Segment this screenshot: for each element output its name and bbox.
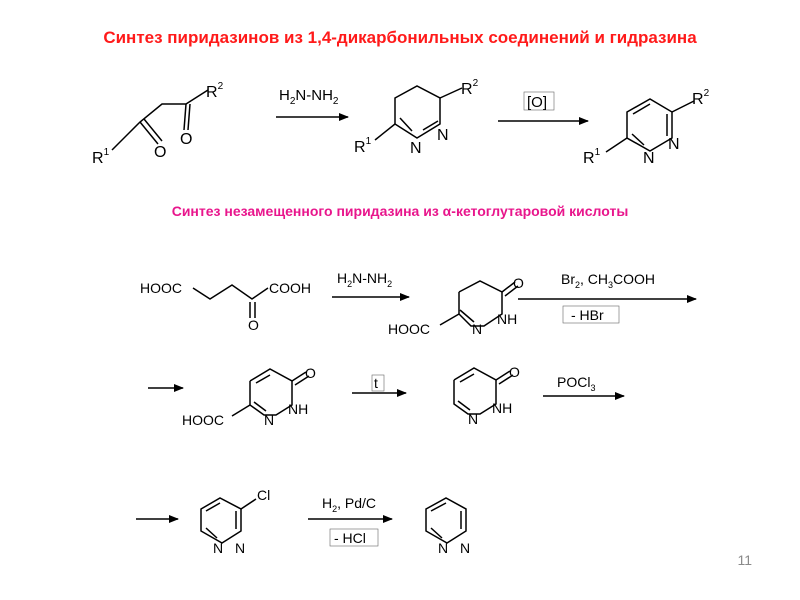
byproduct-box: [562, 305, 620, 324]
oxo-label: O: [513, 275, 524, 291]
dihydropyridazinone-acid: [439, 280, 519, 327]
nitrogen-label: N: [468, 411, 478, 427]
nitrogen-label: N: [438, 540, 448, 556]
nitrogen-label: N: [460, 540, 470, 556]
dihydropyridazine: [374, 85, 463, 141]
pyridazinone: [453, 367, 514, 415]
hydrazine-reagent: H2N-NH2: [337, 270, 392, 289]
dicarbonyl-compound: [111, 89, 209, 151]
section-subtitle: Синтез незамещенного пиридазина из α-кет…: [171, 203, 629, 219]
r1-label: R1: [354, 136, 372, 156]
nitrogen-label: N: [410, 140, 422, 157]
cooh-label: COOH: [269, 280, 311, 296]
hooc-label: HOOC: [388, 321, 430, 337]
substituted-pyridazine: [605, 98, 695, 153]
nitrogen-label: N: [472, 321, 482, 337]
chloropyridazine: [200, 497, 257, 544]
r2-label: R2: [461, 78, 479, 98]
nitrogen-label: N: [668, 136, 680, 153]
nitrogen-label: N: [213, 540, 223, 556]
hydrogenation-reagent: H2, Pd/C: [322, 495, 376, 514]
heat-box: [371, 374, 385, 392]
nitrogen-label: N: [264, 412, 274, 428]
nh-label: NH: [497, 311, 517, 327]
nitrogen-label: N: [235, 540, 245, 556]
byproduct-box: [329, 528, 379, 547]
oxidant-box: [523, 91, 555, 111]
slide-title: Синтез пиридазинов из 1,4-дикарбонильных…: [103, 28, 697, 47]
nh-label: NH: [288, 401, 308, 417]
hooc-label: HOOC: [182, 412, 224, 428]
pyridazinone-acid: [231, 368, 310, 417]
page-number: 11: [737, 552, 752, 568]
r1-label: R1: [583, 147, 601, 167]
oxidant-label: [O]: [527, 94, 547, 111]
oxygen-label: O: [154, 144, 166, 161]
hcl-byproduct: - HCl: [334, 530, 366, 546]
chloro-label: Cl: [257, 487, 270, 503]
hooc-label: HOOC: [140, 280, 182, 296]
bromination-reagent: Br2, CH3COOH: [561, 271, 655, 290]
oxo-label: O: [509, 364, 520, 380]
oxygen-label: O: [248, 317, 259, 333]
nh-label: NH: [492, 400, 512, 416]
pocl3-reagent: POCl3: [557, 374, 595, 393]
oxo-label: O: [305, 365, 316, 381]
r1-label: R1: [92, 147, 110, 167]
hydrazine-reagent: H2N-NH2: [279, 87, 339, 107]
pyridazine: [425, 497, 467, 544]
heat-label: t: [374, 375, 378, 391]
r2-label: R2: [206, 81, 224, 101]
ketoglutaric-acid: [192, 284, 269, 318]
nitrogen-label: N: [437, 127, 449, 144]
r2-label: R2: [692, 88, 710, 108]
nitrogen-label: N: [643, 150, 655, 167]
oxygen-label: O: [180, 131, 192, 148]
hbr-byproduct: - HBr: [571, 307, 604, 323]
